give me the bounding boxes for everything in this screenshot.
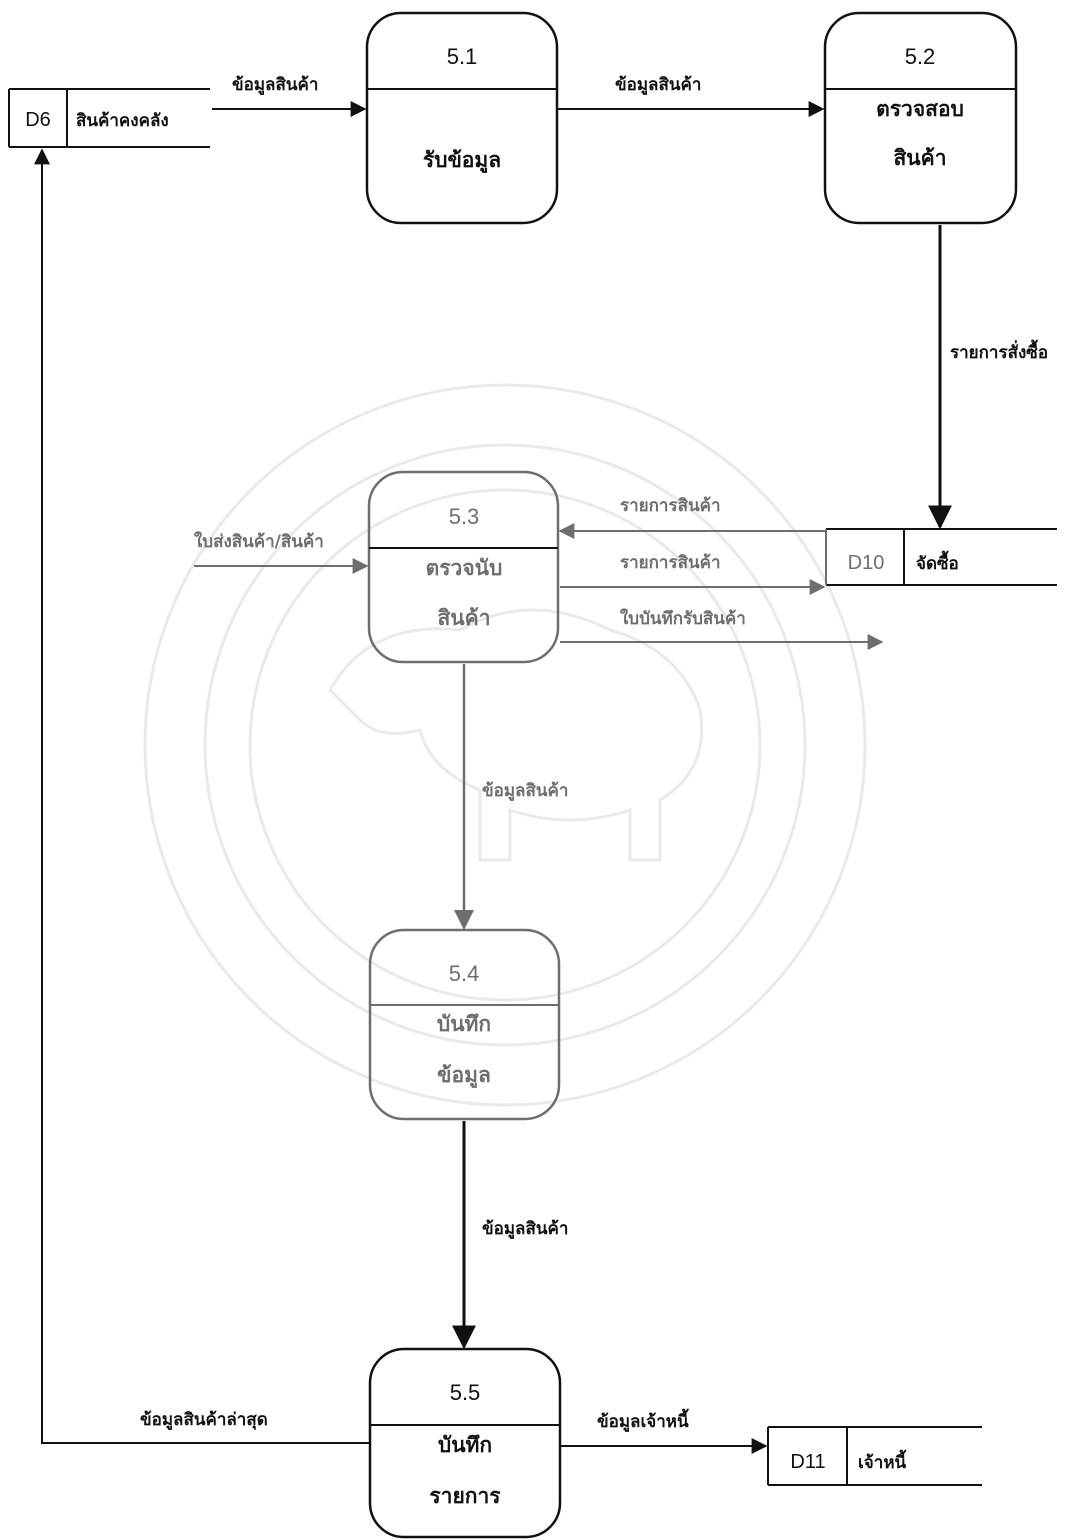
process-number: 5.1: [447, 44, 478, 69]
process-name-line2: ข้อมูล: [437, 1063, 491, 1089]
process-name-line1: ตรวจนับ: [426, 556, 503, 580]
flow-label: ข้อมูลสินค้า: [232, 75, 318, 96]
process-number: 5.2: [905, 44, 936, 69]
process-name-line1: บันทึก: [438, 1433, 492, 1457]
flow-d6-to-5-1: ข้อมูลสินค้า: [212, 75, 367, 117]
flow-label: รายการสั่งซื้อ: [950, 339, 1048, 363]
flow-5-1-to-5-2: ข้อมูลสินค้า: [558, 75, 825, 117]
flow-label: ข้อมูลสินค้าล่าสุด: [140, 1410, 268, 1431]
process-name: รับข้อมูล: [423, 148, 501, 174]
process-name-line2: รายการ: [429, 1484, 501, 1508]
process-number: 5.5: [450, 1380, 481, 1405]
flow-5-5-to-d11: ข้อมูลเจ้าหนี้: [561, 1408, 768, 1454]
datastore-d6: D6 สินค้าคงคลัง: [8, 88, 210, 148]
flow-label: ข้อมูลเจ้าหนี้: [597, 1408, 689, 1433]
process-5-5: 5.5 บันทึก รายการ: [368, 1347, 562, 1539]
process-number: 5.3: [449, 504, 480, 529]
datastore-name: เจ้าหนี้: [858, 1449, 907, 1473]
process-name-line1: บันทึก: [437, 1012, 491, 1036]
flow-label: รายการสินค้า: [620, 553, 721, 573]
flow-label: ใบบันทึกรับสินค้า: [620, 608, 746, 629]
datastore-name: สินค้าคงคลัง: [76, 111, 169, 131]
flow-5-5-to-d6: ข้อมูลสินค้าล่าสุด: [34, 148, 369, 1444]
process-name-line1: ตรวจสอบ: [876, 97, 964, 121]
process-5-4: 5.4 บันทึก ข้อมูล: [368, 928, 561, 1121]
process-number: 5.4: [449, 961, 480, 986]
flow-d10-to-5-3: รายการสินค้า: [558, 496, 825, 539]
flow-label: ข้อมูลสินค้า: [615, 75, 701, 96]
flow-5-3-to-5-4: ข้อมูลสินค้า: [454, 664, 568, 930]
flow-label: ใบส่งสินค้า/สินค้า: [194, 531, 324, 552]
flow-5-2-to-d10: รายการสั่งซื้อ: [928, 225, 1048, 530]
university-seal-watermark: [143, 383, 867, 1107]
flow-5-3-to-d10: รายการสินค้า: [560, 553, 826, 595]
datastore-d11: D11 เจ้าหนี้: [767, 1426, 982, 1486]
process-name-line2: สินค้า: [893, 146, 946, 170]
flow-5-4-to-5-5: ข้อมูลสินค้า: [452, 1121, 568, 1350]
datastore-id: D6: [25, 109, 51, 131]
datastore-d10: D10 จัดซื้อ: [825, 528, 1057, 586]
flow-5-3-out: ใบบันทึกรับสินค้า: [560, 608, 884, 650]
flow-label: รายการสินค้า: [620, 496, 721, 516]
datastore-id: D11: [790, 1451, 825, 1473]
process-name-line2: สินค้า: [437, 606, 490, 630]
process-5-1: 5.1 รับข้อมูล: [365, 11, 559, 225]
flow-label: ข้อมูลสินค้า: [482, 1219, 568, 1240]
process-5-2: 5.2 ตรวจสอบ สินค้า: [823, 11, 1018, 225]
datastore-id: D10: [848, 552, 885, 574]
flow-label: ข้อมูลสินค้า: [482, 781, 568, 802]
datastore-name: จัดซื้อ: [916, 550, 959, 574]
flow-in-to-5-3: ใบส่งสินค้า/สินค้า: [194, 531, 369, 574]
process-5-3: 5.3 ตรวจนับ สินค้า: [367, 470, 560, 664]
